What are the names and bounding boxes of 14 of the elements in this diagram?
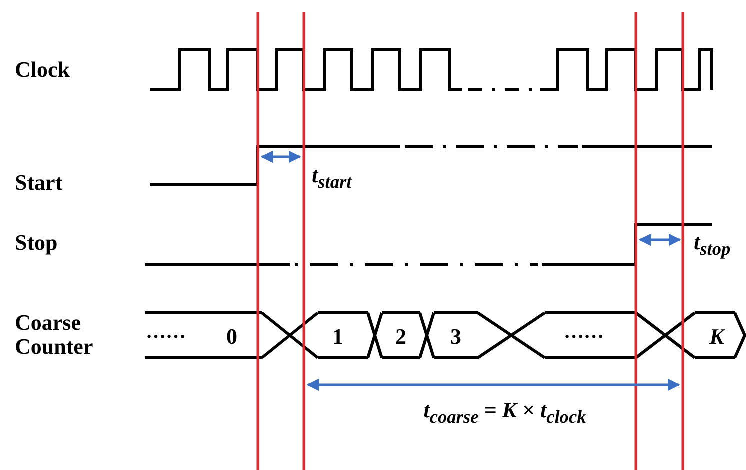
counter-value: 2 — [396, 324, 406, 350]
time-equation: t$_{coarse}$ = K × t$_{clock}$ — [424, 398, 586, 428]
time-label: t$_{stop}$ — [694, 230, 731, 260]
signal-label: Clock — [15, 58, 70, 82]
counter-value: 1 — [332, 324, 344, 350]
time-label: t$_{start}$ — [312, 164, 352, 192]
signal-label: Start — [15, 170, 63, 196]
counter-value: 3 — [450, 324, 462, 350]
counter-value: K — [710, 324, 724, 350]
ellipsis-text: …… — [564, 321, 604, 343]
ellipsis-text: …… — [146, 321, 186, 343]
signal-label: Coarse Counter — [15, 310, 94, 360]
signal-label: Stop — [15, 230, 58, 256]
counter-value: 0 — [226, 324, 238, 350]
